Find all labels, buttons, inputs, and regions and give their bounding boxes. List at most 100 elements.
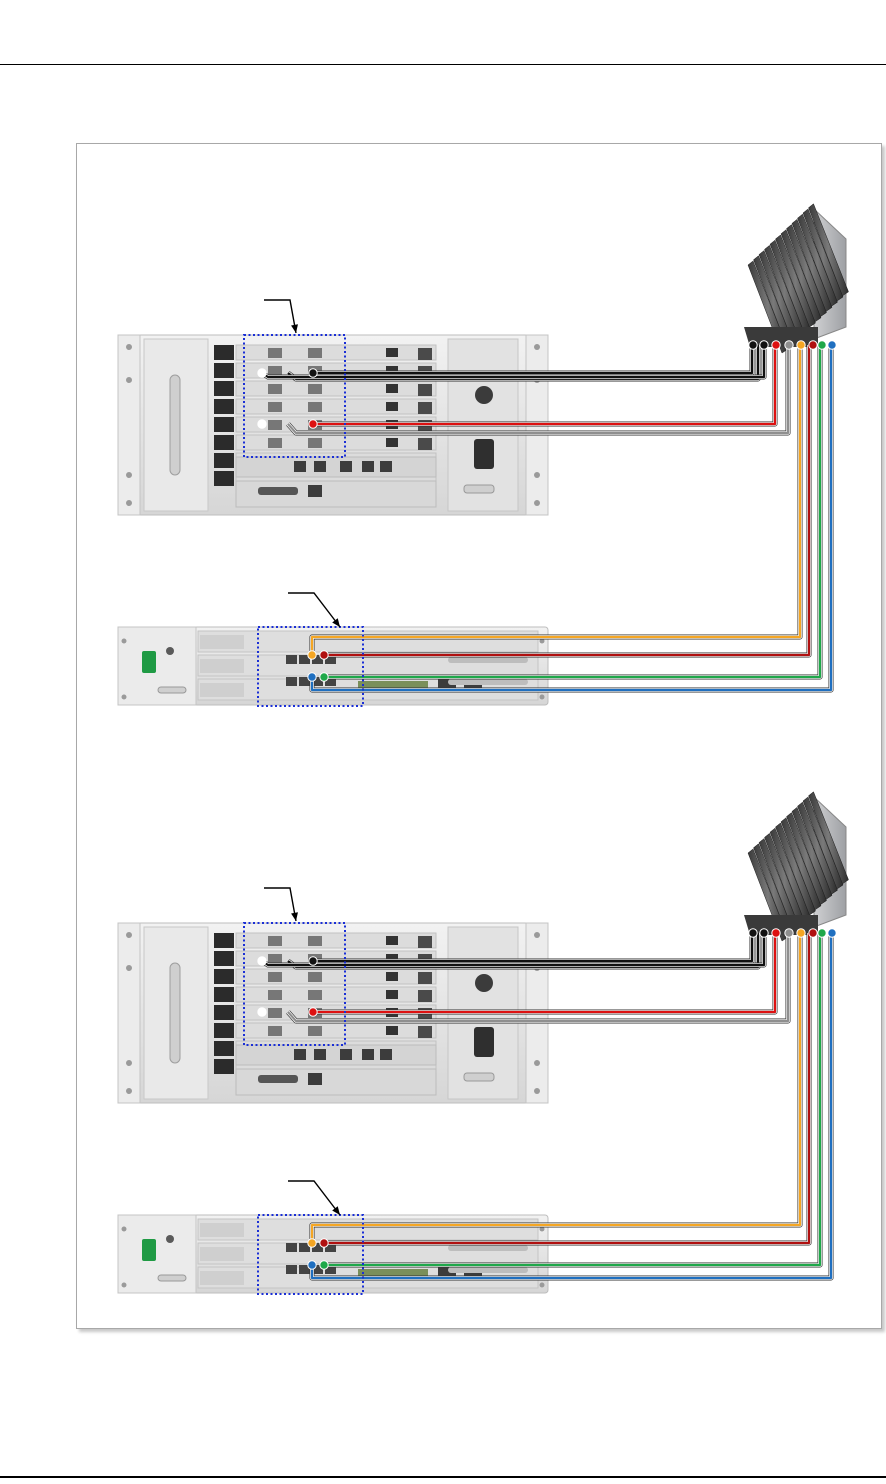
- sfp-port-icon: [308, 990, 322, 1000]
- rj45-port: [308, 1073, 322, 1085]
- rack-screw: [126, 344, 132, 350]
- rj45-port: [340, 461, 352, 472]
- upper-heatsink-port: [760, 341, 768, 349]
- lower-heatsink-port: [818, 929, 826, 937]
- handle-icon: [170, 375, 180, 475]
- lower-port: [308, 1239, 316, 1247]
- lower-port: [320, 1239, 328, 1247]
- rack-screw: [534, 472, 540, 478]
- status-port: [386, 972, 398, 981]
- control-card: [236, 1045, 436, 1065]
- rack-ear-left: [118, 335, 140, 515]
- upper-heatsink-port: [797, 341, 805, 349]
- card-latch: [214, 381, 234, 396]
- power-connector-icon: [474, 439, 494, 469]
- power-connector-icon: [142, 1239, 156, 1261]
- card-eject: [418, 972, 432, 984]
- rj45-port: [294, 461, 306, 472]
- lower-heatsink-port: [809, 929, 817, 937]
- upper-port: [258, 420, 266, 428]
- rack-screw: [122, 639, 127, 644]
- card-handle: [200, 635, 244, 649]
- sfp-port-icon: [286, 1243, 297, 1252]
- card-handle: [200, 1247, 244, 1261]
- rack-screw: [126, 932, 132, 938]
- handle-icon: [158, 1275, 186, 1281]
- rack-screw: [534, 500, 540, 506]
- card-eject: [418, 990, 432, 1002]
- status-port: [386, 438, 398, 447]
- control-card: [236, 457, 436, 477]
- sfp-port-icon: [308, 402, 322, 412]
- rj45-port: [294, 1049, 306, 1060]
- card-handle: [200, 659, 244, 673]
- card-ejector: [448, 1267, 528, 1273]
- line-card: [236, 987, 436, 1002]
- upper-port: [320, 673, 328, 681]
- line-card: [236, 435, 436, 450]
- rack-screw: [126, 500, 132, 506]
- card-eject: [418, 936, 432, 948]
- sfp-port-icon: [308, 438, 322, 448]
- upper-port: [309, 420, 317, 428]
- lower-heatsink-port: [797, 929, 805, 937]
- card-eject: [418, 384, 432, 396]
- pointer-arrow-icon: [291, 912, 298, 921]
- status-port: [386, 402, 398, 411]
- line-card: [236, 933, 436, 948]
- rack-ear-left: [118, 923, 140, 1103]
- rj45-port: [362, 1049, 374, 1060]
- db-connector: [258, 1075, 298, 1083]
- psu-handle: [464, 485, 494, 493]
- power-switch: [475, 386, 493, 404]
- upper-heatsink-port: [818, 341, 826, 349]
- rack-screw: [122, 1283, 127, 1288]
- upper-heatsink-port: [828, 341, 836, 349]
- card-handle: [200, 1271, 244, 1285]
- rack-screw: [122, 695, 127, 700]
- power-connector-icon: [142, 651, 156, 673]
- lower-port: [308, 1261, 316, 1269]
- status-port: [386, 384, 398, 393]
- upper-pointer-large: [264, 300, 296, 333]
- rj45-port: [340, 1049, 352, 1060]
- rj45-port: [308, 485, 322, 497]
- sfp-port-icon: [268, 438, 282, 448]
- upper-heatsink-port: [749, 341, 757, 349]
- lower-heatsink-port: [749, 929, 757, 937]
- card-latch: [214, 453, 234, 468]
- lower-heatsink-port: [785, 929, 793, 937]
- rack-screw: [534, 932, 540, 938]
- card-latch: [214, 1041, 234, 1056]
- power-connector-icon: [474, 1027, 494, 1057]
- lower-heatsink-unit: [744, 792, 849, 941]
- lower-port: [309, 1008, 317, 1016]
- power-switch: [475, 974, 493, 992]
- card-ejector: [448, 657, 528, 663]
- upper-port: [308, 673, 316, 681]
- card-latch: [214, 933, 234, 948]
- line-card: [236, 345, 436, 360]
- lower-pointer-slim: [288, 1181, 340, 1215]
- sfp-port-icon: [268, 990, 282, 1000]
- upper-heatsink-port: [772, 341, 780, 349]
- rack-screw: [122, 1227, 127, 1232]
- rack-screw: [540, 1283, 545, 1288]
- pointer-arrow-icon: [332, 1206, 340, 1215]
- upper-port: [258, 369, 266, 377]
- upper-heatsink-port: [809, 341, 817, 349]
- card-ejector: [448, 679, 528, 685]
- card-latch: [214, 435, 234, 450]
- status-port: [386, 1026, 398, 1035]
- card-latch: [214, 1023, 234, 1038]
- card-eject: [418, 438, 432, 450]
- lower-heatsink-port: [772, 929, 780, 937]
- upper-port: [308, 651, 316, 659]
- card-latch: [214, 399, 234, 414]
- upper-pointer-slim: [288, 593, 340, 627]
- rack-screw: [126, 377, 132, 383]
- rack-screw: [126, 1060, 132, 1066]
- db-connector: [258, 487, 298, 495]
- card-latch: [214, 969, 234, 984]
